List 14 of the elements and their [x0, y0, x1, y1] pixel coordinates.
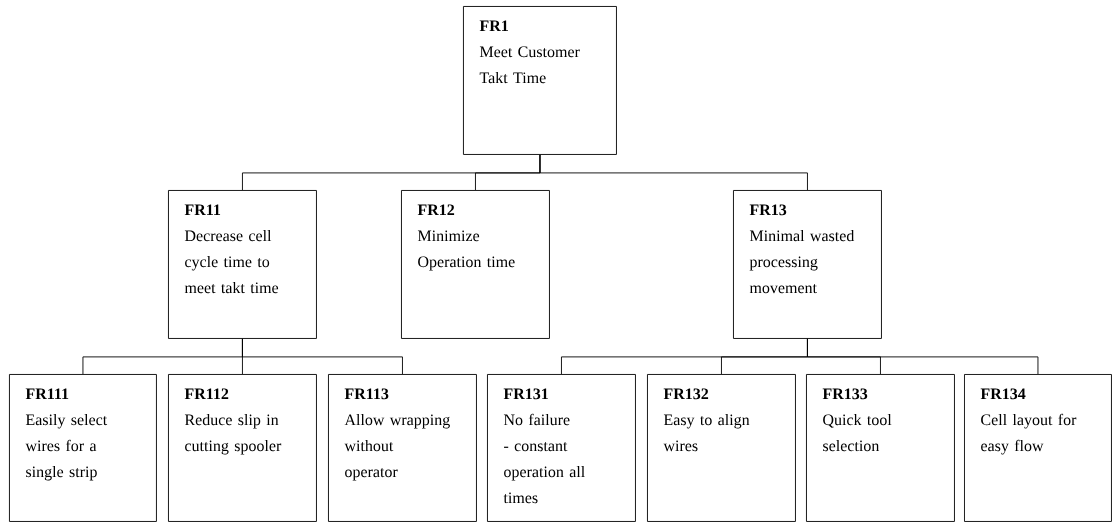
connector-line	[539, 154, 808, 191]
connector-line	[242, 338, 403, 375]
requirement-box: FR113 Allow wrapping without operator	[328, 374, 477, 522]
requirement-box: FR131 No failure - constant operation all times	[487, 374, 636, 522]
connector-line	[807, 338, 1039, 375]
requirement-box: FR1 Meet Customer Takt Time	[463, 6, 617, 155]
requirement-box: FR112 Reduce slip in cutting spooler	[168, 374, 317, 522]
requirement-box: FR134 Cell layout for easy flow	[964, 374, 1112, 522]
requirement-box: FR12 Minimize Operation time	[401, 190, 550, 339]
requirement-box: FR13 Minimal wasted processing movement	[733, 190, 882, 339]
requirement-box: FR132 Easy to align wires	[647, 374, 796, 522]
requirement-box: FR133 Quick tool selection	[806, 374, 955, 522]
requirement-box: FR111 Easily select wires for a single strip	[9, 374, 157, 522]
requirement-box: FR11 Decrease cell cycle time to meet takt time	[168, 190, 317, 339]
